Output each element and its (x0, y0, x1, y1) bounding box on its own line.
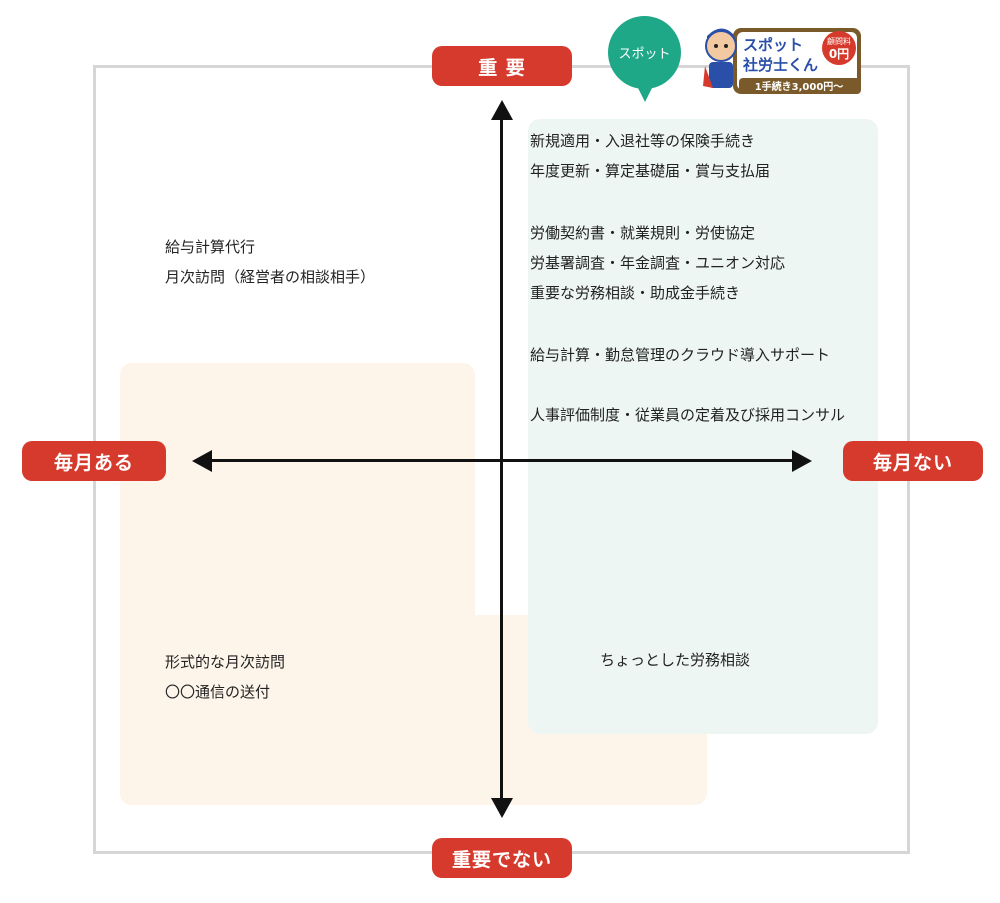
axis-label-not-important: 重要でない (432, 838, 572, 878)
quadrant-top-right-group-2: 労働契約書・就業規則・労使協定 労基署調査・年金調査・ユニオン対応 重要な労務相… (530, 218, 785, 308)
mascot-badge-line2: 0円 (829, 47, 849, 61)
list-item: 労働契約書・就業規則・労使協定 (530, 224, 756, 242)
list-item: 〇〇通信の送付 (165, 683, 271, 701)
mascot-title-line1: スポット (743, 36, 803, 54)
list-item: ちょっとした労務相談 (600, 651, 751, 669)
quadrant-top-right-group-4: 人事評価制度・従業員の定着及び採用コンサル (530, 400, 845, 430)
list-item: 給与計算・勤怠管理のクラウド導入サポート (530, 346, 831, 364)
quadrant-top-right-group-1: 新規適用・入退社等の保険手続き 年度更新・算定基礎届・賞与支払届 (530, 126, 770, 186)
list-item: 年度更新・算定基礎届・賞与支払届 (530, 162, 771, 180)
list-item: 重要な労務相談・助成金手続き (530, 284, 741, 302)
quadrant-bottom-left: 形式的な月次訪問 〇〇通信の送付 (165, 647, 285, 707)
mascot-badge-line1: 顧問料 (827, 36, 851, 46)
axis-label-monthly: 毎月ある (22, 441, 166, 481)
zone-spot-important (528, 119, 878, 734)
list-item: 形式的な月次訪問 (165, 653, 286, 671)
arrow-up-icon (491, 100, 513, 120)
arrow-right-icon (792, 450, 812, 472)
axis-label-not-monthly: 毎月ない (843, 441, 983, 481)
mascot-title-line2: 社労士くん (742, 56, 818, 74)
axis-label-important: 重 要 (432, 46, 572, 86)
spot-bubble: スポット (608, 16, 681, 89)
arrow-down-icon (491, 798, 513, 818)
mascot-logo-icon: スポット 社労士くん 顧問料 0円 1手続き3,000円〜 (703, 28, 861, 94)
list-item: 労基署調査・年金調査・ユニオン対応 (530, 254, 786, 272)
list-item: 月次訪問（経営者の相談相手） (165, 268, 376, 286)
list-item: 新規適用・入退社等の保険手続き (530, 132, 756, 150)
quadrant-top-left: 給与計算代行 月次訪問（経営者の相談相手） (165, 232, 375, 292)
spot-bubble-tail (636, 84, 654, 102)
quadrant-bottom-right: ちょっとした労務相談 (600, 645, 750, 675)
arrow-left-icon (192, 450, 212, 472)
mascot-price: 1手続き3,000円〜 (755, 80, 844, 93)
quadrant-top-right-group-3: 給与計算・勤怠管理のクラウド導入サポート (530, 340, 830, 370)
list-item: 給与計算代行 (165, 238, 256, 256)
horizontal-axis (210, 459, 796, 462)
list-item: 人事評価制度・従業員の定着及び採用コンサル (530, 406, 846, 424)
